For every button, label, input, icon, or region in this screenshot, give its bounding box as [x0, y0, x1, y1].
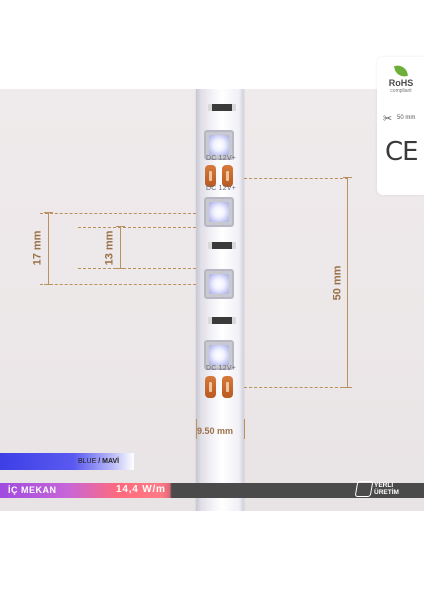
dimension-line-50mm [347, 178, 348, 387]
resistor [208, 317, 236, 324]
scissors-icon: ✂ [383, 113, 393, 125]
color-bar [0, 453, 134, 470]
resistor [208, 242, 236, 249]
led-chip [204, 340, 234, 370]
ce-mark-icon: CE [385, 137, 419, 167]
cut-interval-label: 50 mm [331, 265, 344, 301]
dimension-line-17mm [48, 213, 49, 284]
voltage-marking: DC 12V+ [206, 155, 236, 162]
dimension-guide [40, 284, 196, 285]
rohs-badge: RoHS compliant [387, 64, 415, 94]
voltage-marking: DC 12V+ [206, 365, 236, 372]
handshake-icon [354, 481, 374, 497]
info-bar [0, 483, 424, 498]
led-chip [204, 130, 234, 160]
power-label: 14,4 W/m [116, 484, 166, 495]
dimension-guide [244, 387, 348, 388]
certification-panel: RoHS compliant ✂ 50 mm CE [377, 57, 424, 195]
dimension-guide [196, 419, 197, 439]
color-label: BLUE / MAVİ [78, 458, 120, 465]
domestic-production-badge: YERLİ ÜRETİM [354, 479, 408, 501]
voltage-marking: DC 12V+ [206, 185, 236, 192]
dimension-guide [244, 178, 348, 179]
led-chip [204, 197, 234, 227]
resistor [208, 104, 236, 111]
dimension-guide [40, 213, 196, 214]
dimension-line-13mm [120, 227, 121, 268]
led-strip: DC 12V+ DC 12V+ DC 12V+ [196, 89, 244, 511]
pitch-inner-label: 13 mm [103, 230, 116, 266]
usage-label: İÇ MEKAN [8, 485, 57, 495]
solder-pads [202, 165, 236, 187]
rohs-leaf-icon [394, 64, 408, 78]
dimension-guide [78, 227, 196, 228]
led-chip [204, 269, 234, 299]
pitch-outer-label: 17 mm [31, 230, 44, 266]
dimension-guide [78, 268, 196, 269]
cut-length-badge: ✂ 50 mm [383, 113, 416, 125]
strip-width-label: 9.50 mm [197, 426, 234, 436]
product-photo: DC 12V+ DC 12V+ DC 12V+ 17 mm 13 mm 50 m… [0, 89, 424, 511]
dimension-guide [244, 419, 245, 439]
solder-pads [202, 376, 236, 398]
